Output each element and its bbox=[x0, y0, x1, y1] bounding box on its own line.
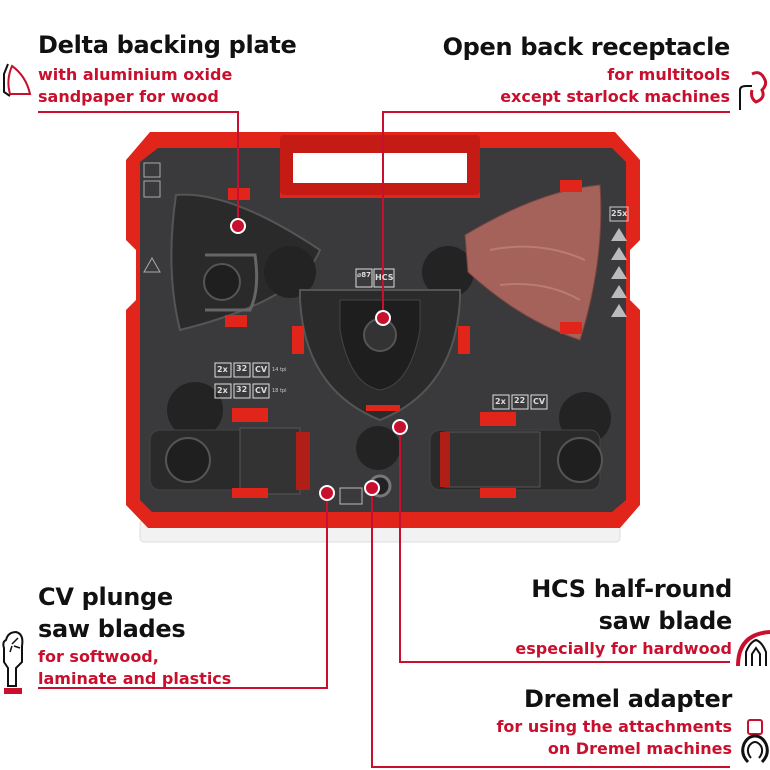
dremel-sub-1: for using the attachments bbox=[496, 717, 732, 736]
plunge-blade-icon bbox=[2, 630, 24, 694]
sandpaper-count: 25x bbox=[611, 209, 628, 218]
cv-title-1: CV plunge bbox=[38, 583, 173, 611]
cv-row2-tpi: 18 tpi bbox=[272, 388, 287, 394]
hcs-title-1: HCS half-round bbox=[531, 575, 732, 603]
line-cv-plunge bbox=[38, 493, 328, 689]
cv-row3-size: 22 bbox=[514, 396, 526, 405]
marker-cv-plunge[interactable] bbox=[319, 485, 335, 501]
line-delta bbox=[38, 111, 239, 226]
cv-sub-2: laminate and plastics bbox=[38, 669, 232, 688]
line-dremel bbox=[371, 488, 730, 768]
sandpaper-stack bbox=[464, 184, 602, 341]
open-back-sub-1: for multitools bbox=[607, 65, 730, 84]
cv-row1-mat: CV bbox=[255, 365, 268, 374]
grit-icons bbox=[611, 228, 627, 317]
cv-row1-qty: 2x bbox=[217, 365, 228, 374]
hcs-diameter-label: ⌀87 bbox=[357, 271, 371, 279]
open-back-receptacle-icon bbox=[739, 71, 768, 110]
marker-delta[interactable] bbox=[230, 218, 246, 234]
oscillating-mount bbox=[203, 263, 241, 301]
cv-row1-tpi: 14 tpi bbox=[272, 367, 287, 373]
cv-row2-size: 32 bbox=[236, 385, 248, 394]
delta-sub-2: sandpaper for wood bbox=[38, 87, 219, 106]
delta-title: Delta backing plate bbox=[38, 31, 297, 59]
hcs-sub-1: especially for hardwood bbox=[515, 639, 732, 658]
marker-dremel[interactable] bbox=[364, 480, 380, 496]
hcs-title-2: saw blade bbox=[598, 607, 733, 635]
handle-opening bbox=[293, 153, 467, 183]
cv-title-2: saw blades bbox=[38, 615, 186, 643]
delta-sub-1: with aluminium oxide bbox=[38, 65, 233, 84]
cv-row3-mat: CV bbox=[533, 397, 546, 406]
adapter-label-icon bbox=[339, 487, 363, 505]
open-back-title: Open back receptacle bbox=[442, 33, 731, 61]
quick-change-label-icon bbox=[143, 162, 161, 178]
hcs-material-label: HCS bbox=[375, 273, 394, 282]
cv-sub-1: for softwood, bbox=[38, 647, 159, 666]
open-back-sub-2: except starlock machines bbox=[500, 87, 730, 106]
marker-hcs[interactable] bbox=[392, 419, 408, 435]
callout-lines bbox=[38, 111, 730, 768]
cv-row1-size: 32 bbox=[236, 364, 248, 373]
dremel-adapter-icon bbox=[741, 719, 769, 764]
marker-open-back[interactable] bbox=[375, 310, 391, 326]
einhell-logo bbox=[366, 405, 400, 411]
cv-row3-qty: 2x bbox=[495, 397, 506, 406]
cv-row2-mat: CV bbox=[255, 386, 268, 395]
cv-row2-qty: 2x bbox=[217, 386, 228, 395]
line-hcs bbox=[399, 427, 730, 663]
line-open-back bbox=[382, 111, 730, 318]
dremel-sub-2: on Dremel machines bbox=[547, 739, 732, 758]
dremel-title: Dremel adapter bbox=[523, 685, 732, 713]
delta-sander-icon bbox=[3, 63, 32, 97]
triangle-size-icon bbox=[143, 256, 161, 273]
half-round-blade-icon bbox=[736, 630, 770, 666]
